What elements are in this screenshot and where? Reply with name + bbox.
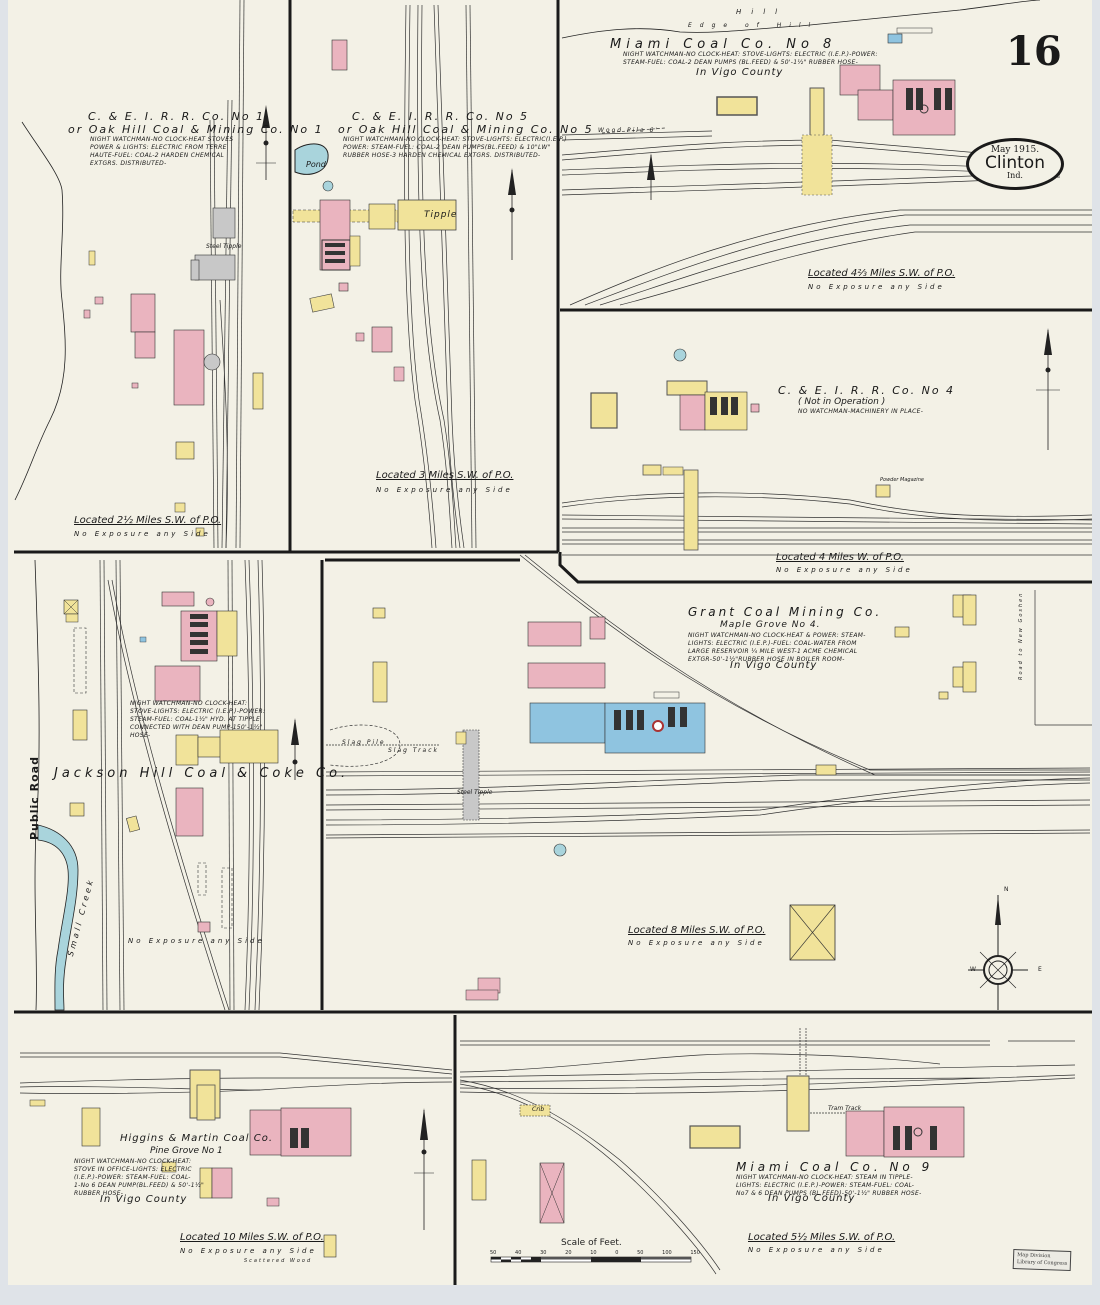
- compass-rose: [968, 895, 1028, 1010]
- miami8-exposure: No Exposure any Side: [808, 283, 945, 291]
- ce-no5-title-2: or Oak Hill Coal & Mining Co. No 5: [338, 123, 594, 136]
- ce-no4-notes: NO WATCHMAN-MACHINERY IN PLACE-: [798, 408, 924, 415]
- grant-title: Grant Coal Mining Co.: [688, 605, 883, 619]
- miami9-exposure: No Exposure any Side: [748, 1246, 885, 1254]
- higgins-county: In Vigo County: [100, 1194, 188, 1205]
- ce-no4-exposure: No Exposure any Side: [776, 566, 913, 574]
- grant-location: Located 8 Miles S.W. of P.O.: [628, 925, 766, 936]
- scale-tick: 50: [490, 1250, 497, 1256]
- miami8-wood-pile: Wood Pile 6': [598, 127, 660, 134]
- scale-tick: 20: [565, 1250, 572, 1256]
- higgins-exposure: No Exposure any Side: [180, 1247, 317, 1255]
- higgins-location: Located 10 Miles S.W. of P.O.: [180, 1232, 324, 1243]
- miami8-county: In Vigo County: [696, 67, 784, 78]
- panel-miami-no8: [561, 0, 1092, 306]
- compass-e: E: [1038, 966, 1042, 973]
- miami9-title: Miami Coal Co. No 9: [736, 1160, 934, 1174]
- ce-no5-location: Located 3 Miles S.W. of P.O.: [376, 470, 514, 481]
- panel-ce-no5: [292, 4, 516, 549]
- panel-borders: [14, 0, 1092, 1285]
- scale-tick: 0: [615, 1250, 619, 1256]
- cartouche-date: May 1915.: [990, 145, 1040, 155]
- scale-ticks: 50 40 30 20 10 0 50 100 150: [490, 1250, 700, 1256]
- miami8-notes: NIGHT WATCHMAN-NO CLOCK-HEAT: STOVE-LIGH…: [623, 51, 878, 66]
- library-stamp: Map Division Library of Congress: [1012, 1248, 1072, 1272]
- grant-slag-track: Slag Track: [388, 747, 439, 754]
- grant-notes: NIGHT WATCHMAN-NO CLOCK-HEAT & POWER: ST…: [688, 632, 866, 663]
- ce-no4-subtitle: ( Not in Operation ): [798, 397, 886, 407]
- ce-no1-steel-tipple: Steel Tipple: [206, 243, 242, 250]
- grant-slag-pile: Slag Pile: [342, 739, 386, 746]
- miami9-crib: Crib: [532, 1106, 545, 1113]
- panel-grant-coal: [325, 554, 1092, 1010]
- scale-tick: 100: [662, 1250, 672, 1256]
- panel-jackson-hill: [34, 559, 299, 1011]
- sanborn-map-sheet: " 16 May 1915. Clinton Ind. C. & E. I. R…: [8, 0, 1092, 1285]
- grant-steel-tipple: Steel Tipple: [457, 789, 493, 796]
- jackson-notes: NIGHT WATCHMAN-NO CLOCK-HEAT: STOVE-LIGH…: [130, 700, 266, 739]
- compass-w: W: [970, 966, 976, 973]
- public-road-label: Public Road: [28, 756, 41, 840]
- ce-no1-title-2: or Oak Hill Coal & Mining Co. No 1: [68, 123, 324, 136]
- higgins-notes: NIGHT WATCHMAN-NO CLOCK-HEAT: STOVE IN O…: [74, 1158, 205, 1197]
- scale-tick: 40: [515, 1250, 522, 1256]
- higgins-title: Higgins & Martin Coal Co.: [120, 1133, 274, 1144]
- miami8-edge-of-hill: Edge of Hill: [688, 22, 819, 29]
- jackson-exposure: No Exposure any Side: [128, 937, 265, 945]
- ce-no5-pond: Pond: [306, 160, 326, 169]
- panel-ce-no4: [561, 328, 1092, 556]
- higgins-subtitle: Pine Grove No 1: [150, 1146, 223, 1156]
- ce-no4-powder-magazine: Powder Magazine: [880, 477, 924, 483]
- miami9-notes: NIGHT WATCHMAN-NO CLOCK-HEAT: STEAM IN T…: [736, 1174, 922, 1197]
- scale-tick: 10: [590, 1250, 597, 1256]
- ce-no1-title-1: C. & E. I. R. R. Co. No 1: [88, 110, 266, 123]
- ce-no5-tipple: Tipple: [424, 210, 458, 220]
- scale-bar: [490, 1256, 692, 1263]
- miami9-county: In Vigo County: [768, 1193, 856, 1204]
- miami9-tram-track: Tram Track: [828, 1105, 862, 1112]
- panel-miami-no9: ": [459, 1028, 1076, 1275]
- ce-no1-notes: NIGHT WATCHMAN-NO CLOCK-HEAT STOVES POWE…: [90, 136, 234, 167]
- panel-higgins-martin: [19, 1052, 453, 1258]
- grant-subtitle: Maple Grove No 4.: [720, 620, 821, 630]
- grant-exposure: No Exposure any Side: [628, 939, 765, 947]
- scale-tick: 150: [690, 1250, 700, 1256]
- miami8-location: Located 4⅔ Miles S.W. of P.O.: [808, 268, 956, 279]
- higgins-scattered-wood: Scattered Wood: [244, 1258, 313, 1264]
- ce-no5-exposure: No Exposure any Side: [376, 486, 513, 494]
- city-cartouche: May 1915. Clinton Ind.: [966, 138, 1064, 190]
- ce-no4-title: C. & E. I. R. R. Co. No 4: [778, 384, 956, 397]
- scale-tick: 30: [540, 1250, 547, 1256]
- map-drawing: ": [14, 0, 1092, 1285]
- sheet-number: 16: [1006, 28, 1062, 75]
- ce-no1-exposure: No Exposure any Side: [74, 530, 211, 538]
- ce-no5-notes: NIGHT WATCHMAN-NO CLOCK-HEAT: STOVE-LIGH…: [343, 136, 568, 159]
- grant-county: In Vigo County: [730, 660, 818, 671]
- ce-no1-location: Located 2½ Miles S.W. of P.O.: [74, 515, 222, 526]
- compass-n: N: [1004, 886, 1009, 893]
- ce-no5-title-1: C. & E. I. R. R. Co. No 5: [352, 110, 530, 123]
- miami8-title: Miami Coal Co. No 8: [610, 37, 837, 52]
- miami8-hill: Hill: [736, 8, 788, 16]
- ce-no4-location: Located 4 Miles W. of P.O.: [776, 552, 904, 563]
- cartouche-city: Clinton: [985, 153, 1045, 173]
- cartouche-state: Ind.: [1007, 171, 1023, 180]
- scale-tick: 50: [637, 1250, 644, 1256]
- miami9-location: Located 5½ Miles S.W. of P.O.: [748, 1232, 896, 1243]
- jackson-title: Jackson Hill Coal & Coke Co.: [54, 766, 350, 781]
- road-to-new-goshen: Road to New Goshen: [1018, 591, 1024, 680]
- panel-ce-no1: [14, 0, 276, 549]
- scale-label: Scale of Feet.: [561, 1238, 622, 1248]
